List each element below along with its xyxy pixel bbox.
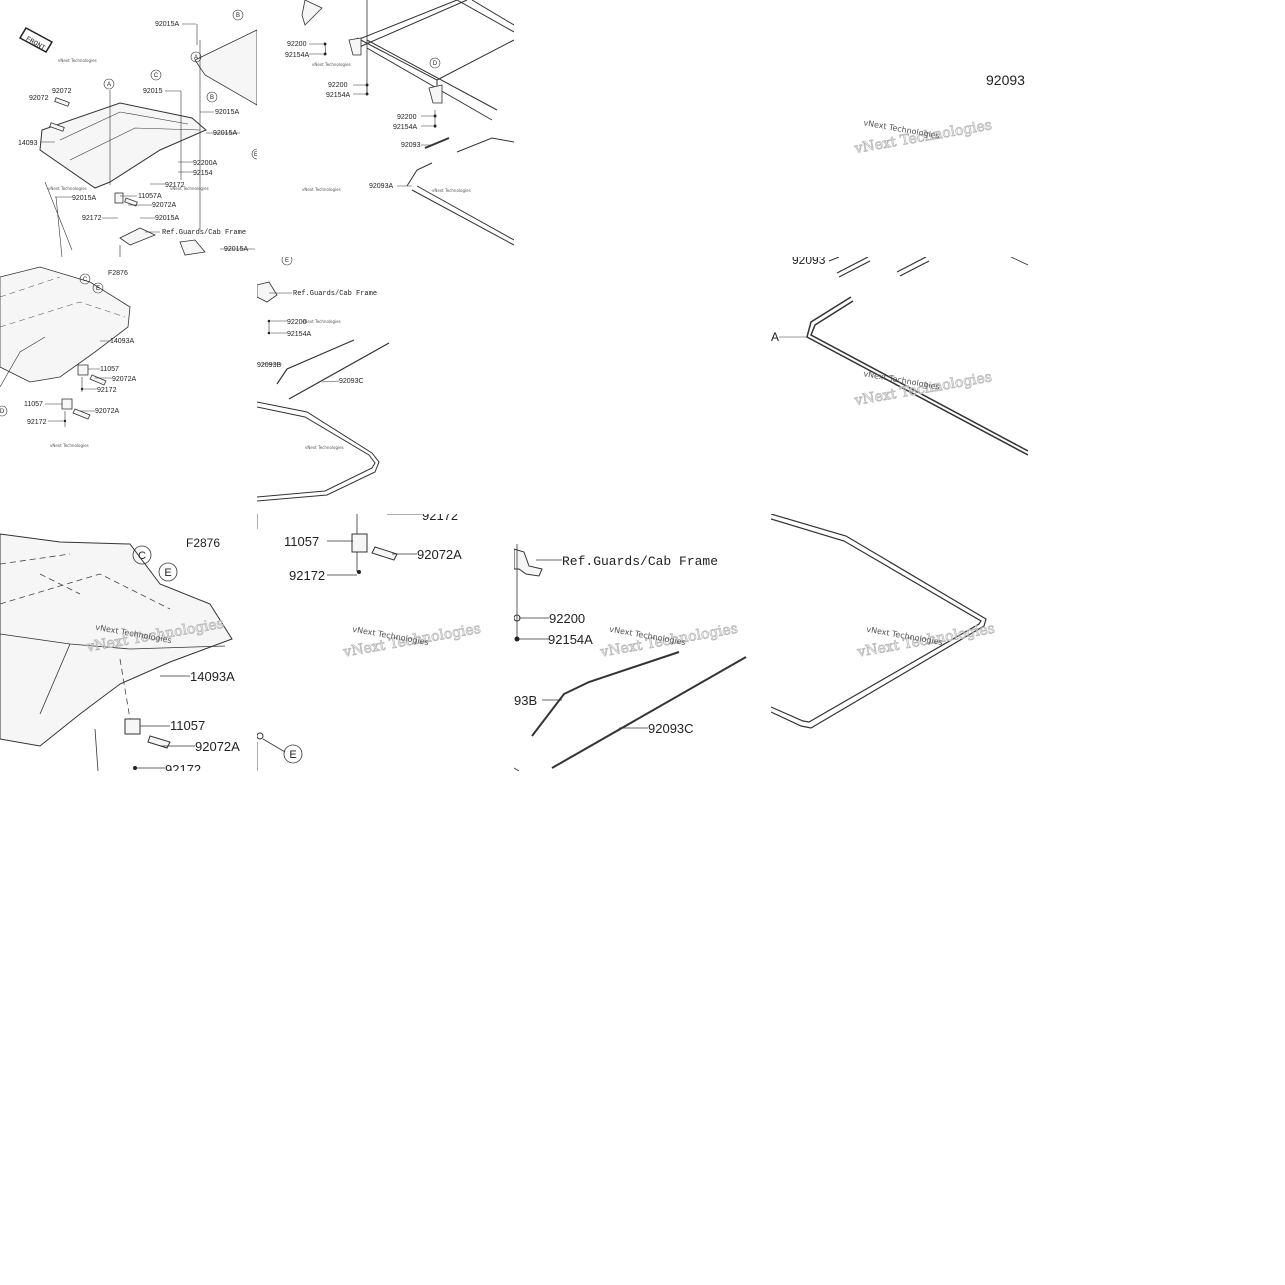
part-label: 92172 [165, 762, 201, 771]
diagram-tile-mid-bars: Ref.Guards/Cab Frame 92200 92154A 92093B… [257, 257, 514, 514]
part-label: 92072A [417, 547, 462, 562]
diagram-tile-roof-zoom: F2876 14093A 11057 92072A 92172 C E vNex… [0, 514, 257, 771]
watermark: vNext Technologies [432, 188, 471, 193]
part-label: 92015A [72, 195, 96, 202]
part-label: 92200 [328, 82, 348, 89]
front-arrow-icon: FRONT [18, 27, 54, 53]
part-label: 92072A [195, 739, 240, 754]
part-label: 92093 [401, 142, 421, 149]
callout-marker: A [107, 82, 111, 88]
part-label: 92172 [27, 419, 47, 426]
part-label: 92200 [287, 319, 307, 326]
watermark: vNext Technologies [305, 445, 344, 450]
part-label: 92093C [648, 721, 694, 736]
callout-marker: E [164, 567, 171, 579]
part-label: 14093A [110, 338, 134, 345]
callout-marker: A [194, 55, 198, 61]
ref-guards-cab-frame: Ref.Guards/Cab Frame [162, 229, 246, 237]
watermark: vNext Technologies [302, 187, 341, 192]
part-label: 92093C [339, 378, 364, 385]
callout-marker: B [236, 13, 240, 19]
callout-marker: D [0, 409, 5, 415]
callout-marker: C [138, 550, 146, 562]
part-label: 92200 [397, 114, 417, 121]
part-label: 92015A [155, 215, 179, 222]
diagram-tile-trim-zoom: Ref.Guards/Cab Frame 92200 92154A 93B 92… [514, 514, 771, 771]
part-label: 92015A [215, 109, 239, 116]
callout-marker: E [96, 286, 100, 292]
diagram-tile-frame-bars: 92200 92154A 92200 92154A 92200 92154A 9… [257, 0, 514, 257]
part-label: 11057A [138, 193, 162, 200]
diagram-tile-clip-zoom: 92172 11057 92072A 92172 E vNext Technol… [257, 514, 514, 771]
diagram-tile-roof-left: F2876 14093A 11057 92072A 92172 11057 92… [0, 257, 257, 514]
part-label: 92200A [193, 160, 217, 167]
part-label: 92072A [112, 376, 136, 383]
part-label: 92072 [52, 88, 72, 95]
watermark: vNext Technologies [312, 62, 351, 67]
watermark: vNext Technologies [50, 443, 89, 448]
part-label: 93B [514, 693, 537, 708]
part-label: 11057 [24, 401, 43, 408]
callout-marker: E [285, 258, 289, 264]
part-label: 92154A [393, 124, 417, 131]
part-label: 92093 [792, 257, 826, 267]
part-label: 92015 [143, 88, 163, 95]
watermark: vNext Technologies [58, 58, 97, 63]
part-label: 92154A [548, 632, 593, 647]
part-label: 92154 [193, 170, 213, 177]
diagram-tile-frame-zoom: vNext Technologies vNext Technologies [771, 514, 1028, 771]
figure-number: F2876 [186, 536, 220, 550]
diagram-tile-bar-label: 92093 vNext Technologies vNext Technolog… [771, 0, 1028, 257]
callout-marker: D [433, 61, 438, 67]
part-label: 92015A [224, 246, 248, 253]
diagram-tile-overview: FRONT 92015A 92072 92072 14093 92015 920… [0, 0, 257, 257]
part-label: 92200 [287, 41, 307, 48]
callout-marker: E [254, 152, 257, 158]
part-label: 92172 [422, 514, 458, 523]
part-label: 92072A [152, 202, 176, 209]
diagram-tile-long-bar: 92093 A vNext Technologies vNext Technol… [771, 257, 1028, 514]
part-label: 11057 [284, 534, 319, 549]
callout-marker: E [289, 749, 296, 761]
part-label: 92015A [213, 130, 237, 137]
figure-number: F2876 [108, 270, 128, 277]
part-label: A [771, 330, 779, 344]
callout-marker: B [210, 95, 214, 101]
part-label: 11057 [100, 366, 119, 373]
part-label: 14093 [18, 140, 38, 147]
part-label: 92172 [82, 215, 102, 222]
part-label: 92072A [95, 408, 119, 415]
part-label: 92154A [287, 331, 311, 338]
part-label: 92015A [155, 21, 179, 28]
callout-marker: C [83, 277, 88, 283]
part-label: 92154A [326, 92, 350, 99]
part-label: 14093A [190, 669, 235, 684]
watermark: vNext Technologies [302, 319, 341, 324]
part-label: 92172 [165, 182, 185, 189]
watermark: vNext Technologies [170, 186, 209, 191]
part-label: 92093 [986, 72, 1025, 88]
part-label: 92093B [257, 362, 281, 369]
roof-panel-shape [39, 102, 207, 189]
part-label: 92172 [289, 568, 325, 583]
ref-guards-cab-frame: Ref.Guards/Cab Frame [293, 290, 377, 298]
part-label: 11057 [170, 718, 205, 733]
part-label: 92200 [549, 611, 585, 626]
watermark: vNext Technologies [48, 186, 87, 191]
part-label: 92072 [29, 95, 49, 102]
callout-marker: C [154, 73, 159, 79]
part-label: 92093A [369, 183, 393, 190]
part-label: 92154A [285, 52, 309, 59]
part-label: 92172 [97, 387, 117, 394]
ref-guards-cab-frame: Ref.Guards/Cab Frame [562, 554, 718, 569]
